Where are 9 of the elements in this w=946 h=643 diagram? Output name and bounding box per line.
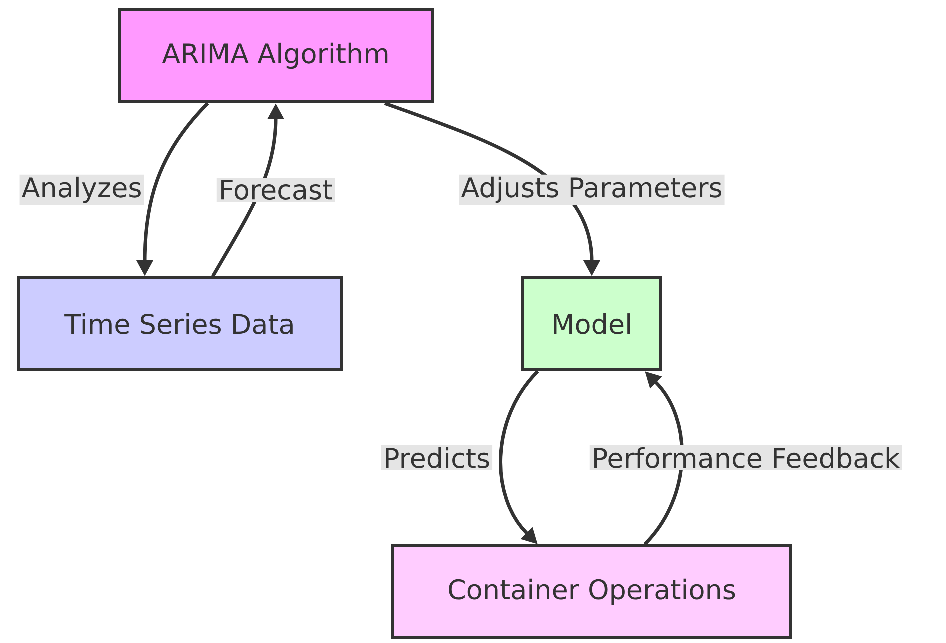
edge-label: Performance Feedback [590, 446, 902, 470]
process-box: ARIMA Algorithm [118, 8, 434, 104]
edge-label: Analyzes [20, 174, 144, 206]
process-box: Time Series Data [17, 276, 343, 372]
edge-label: Predicts [381, 446, 493, 470]
edge-label: Forecast [216, 178, 336, 202]
process-box: Model [522, 276, 662, 372]
edge-label: Adjusts Parameters [459, 174, 725, 206]
process-box: Container Operations [392, 544, 792, 640]
